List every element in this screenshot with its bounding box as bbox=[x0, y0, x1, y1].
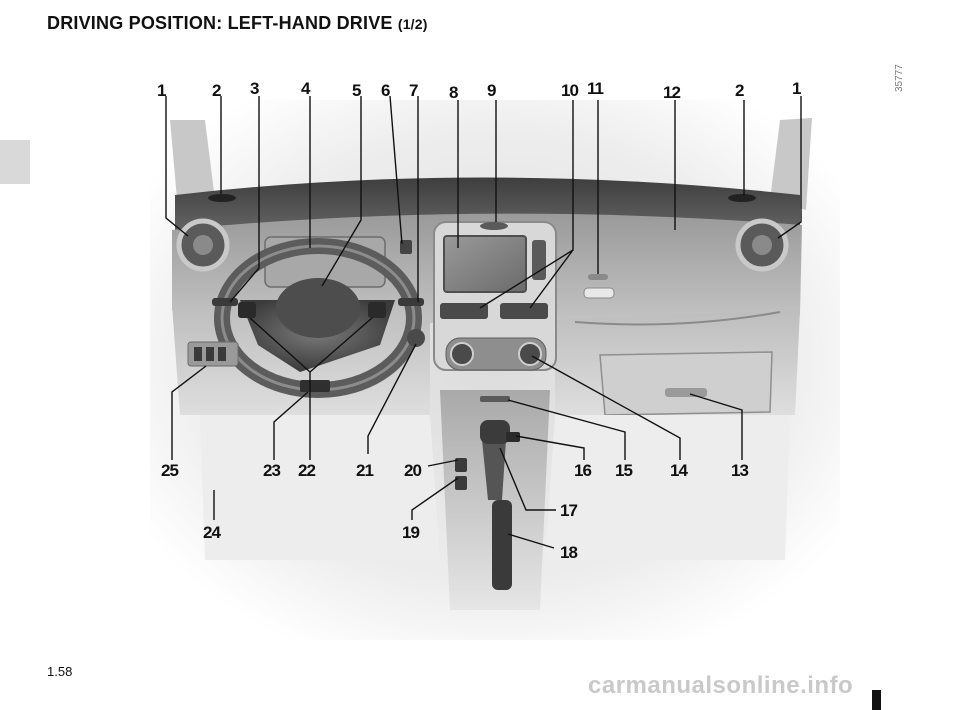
right-side-demister bbox=[728, 194, 756, 202]
callout-2: 2 bbox=[212, 81, 221, 100]
lighting-switch-b bbox=[206, 347, 214, 361]
callout-10: 10 bbox=[561, 81, 578, 100]
callout-2-right: 2 bbox=[735, 81, 744, 100]
airbag-cover bbox=[276, 278, 360, 338]
leader-20 bbox=[427, 459, 459, 467]
console-switch-lower bbox=[455, 476, 467, 490]
leader-23 bbox=[273, 391, 309, 460]
leader-15 bbox=[507, 399, 626, 460]
callout-14: 14 bbox=[670, 461, 688, 480]
callout-leader-lines bbox=[165, 95, 802, 549]
gear-knob bbox=[480, 420, 510, 444]
callout-22: 22 bbox=[298, 461, 315, 480]
page-title-part: (1/2) bbox=[397, 16, 428, 32]
multimedia-buttons bbox=[532, 240, 546, 280]
callout-24: 24 bbox=[203, 523, 221, 542]
wheel-left-controls bbox=[238, 302, 256, 318]
callout-7: 7 bbox=[409, 81, 418, 100]
climate-control-panel bbox=[445, 337, 547, 371]
center-vent-right bbox=[500, 303, 548, 319]
callout-23: 23 bbox=[263, 461, 280, 480]
callout-4: 4 bbox=[301, 79, 311, 98]
callout-1-right: 1 bbox=[792, 79, 801, 98]
leader-1 bbox=[165, 96, 189, 237]
callout-25: 25 bbox=[161, 461, 178, 480]
right-stalk bbox=[398, 298, 424, 306]
left-stalk bbox=[212, 298, 238, 306]
callout-5: 5 bbox=[352, 81, 361, 100]
leader-22b bbox=[309, 317, 373, 373]
left-air-vent-center bbox=[193, 235, 213, 255]
accessory-socket bbox=[506, 432, 520, 442]
callout-6: 6 bbox=[381, 81, 390, 100]
leader-21 bbox=[367, 343, 417, 454]
callout-15: 15 bbox=[615, 461, 632, 480]
leader-10b bbox=[529, 249, 574, 309]
leader-18 bbox=[507, 533, 555, 549]
center-vent-left bbox=[440, 303, 488, 319]
leader-13 bbox=[689, 393, 743, 460]
passenger-airbag-indicator bbox=[583, 287, 615, 299]
leader-17 bbox=[499, 447, 556, 511]
watermark[interactable]: carmanualsonline.info bbox=[588, 672, 854, 699]
section-tab bbox=[0, 140, 30, 184]
page-number: 1.58 bbox=[47, 664, 73, 679]
callout-17: 17 bbox=[560, 501, 577, 520]
callout-21: 21 bbox=[356, 461, 373, 480]
glovebox bbox=[599, 351, 773, 416]
callout-18: 18 bbox=[560, 543, 577, 562]
callout-13: 13 bbox=[731, 461, 748, 480]
page-title-text: DRIVING POSITION: LEFT-HAND DRIVE bbox=[47, 13, 393, 33]
hazard-switch bbox=[480, 222, 508, 230]
footwell-right bbox=[545, 415, 790, 560]
left-pillar bbox=[170, 120, 215, 210]
steering-column bbox=[300, 380, 330, 392]
climate-dial-left bbox=[450, 342, 474, 366]
start-button bbox=[407, 329, 425, 347]
parking-brake bbox=[492, 500, 512, 590]
callout-19: 19 bbox=[402, 523, 419, 542]
callout-16: 16 bbox=[574, 461, 591, 480]
page-title: DRIVING POSITION: LEFT-HAND DRIVE (1/2) bbox=[47, 13, 428, 34]
climate-dial-right bbox=[518, 342, 542, 366]
section-end-mark bbox=[872, 690, 881, 710]
console-switch-upper bbox=[455, 458, 467, 472]
multimedia-screen bbox=[443, 235, 527, 293]
leader-14 bbox=[531, 355, 681, 460]
dash-switch bbox=[400, 240, 412, 254]
leader-5 bbox=[321, 96, 362, 287]
lighting-switch-a bbox=[194, 347, 202, 361]
callout-20: 20 bbox=[404, 461, 421, 480]
right-air-vent-center bbox=[752, 235, 772, 255]
callout-9: 9 bbox=[487, 81, 496, 100]
leader-6 bbox=[389, 95, 403, 245]
callout-3: 3 bbox=[250, 79, 259, 98]
callout-12: 12 bbox=[663, 83, 680, 102]
lighting-switch-c bbox=[218, 347, 226, 361]
leader-16 bbox=[515, 435, 585, 460]
leader-3 bbox=[229, 96, 260, 303]
leader-1r bbox=[777, 96, 802, 239]
callout-labels: 1 2 3 4 5 6 7 8 9 10 11 12 2 1 13 14 15 … bbox=[157, 79, 802, 562]
leader-25 bbox=[171, 365, 207, 460]
passenger-airbag-light bbox=[588, 274, 608, 280]
footwell-left bbox=[200, 415, 440, 560]
left-side-demister bbox=[208, 194, 236, 202]
usb-socket bbox=[480, 396, 510, 402]
callout-1: 1 bbox=[157, 81, 166, 100]
dash-trim-line bbox=[574, 311, 781, 326]
wheel-right-controls bbox=[368, 302, 386, 318]
glovebox-handle bbox=[665, 388, 707, 397]
leader-19 bbox=[411, 477, 459, 520]
callout-8: 8 bbox=[449, 83, 458, 102]
callout-11: 11 bbox=[587, 79, 604, 98]
